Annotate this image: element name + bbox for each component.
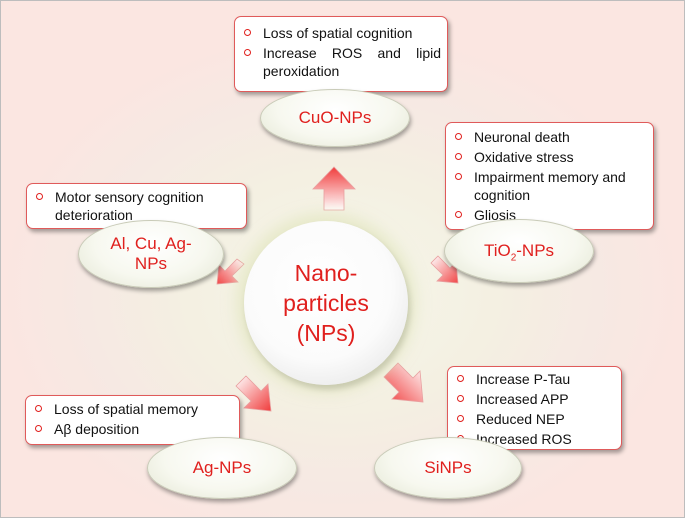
cuo-label: CuO-NPs — [298, 108, 372, 127]
alcuag-node: Al, Cu, Ag- NPs — [78, 220, 224, 288]
center-line-1: Nano- — [294, 260, 358, 286]
arrow-to-tio2 — [430, 255, 459, 284]
arrow-to-ag — [235, 375, 272, 412]
tio2-effects-box: Neuronal death Oxidative stress Impairme… — [445, 122, 654, 230]
si-effect-3: Reduced NEP — [454, 410, 615, 428]
tio2-label-main: TiO — [483, 241, 511, 260]
ag-label: Ag-NPs — [192, 458, 252, 477]
alcuag-effect-1: Motor sensory cognition deterioration — [33, 188, 240, 224]
cuo-effect-2: Increase ROS and lipid peroxidation — [241, 44, 441, 80]
center-line-3: (NPs) — [296, 320, 356, 346]
tio2-effect-1: Neuronal death — [452, 128, 647, 146]
tio2-effect-3: Impairment memory and cognition — [452, 168, 647, 204]
cuo-effects-box: Loss of spatial cognition Increase ROS a… — [234, 16, 448, 92]
ag-node: Ag-NPs — [147, 437, 297, 499]
alcuag-label-line-1: Al, Cu, Ag- — [110, 234, 192, 253]
arrow-to-alcuag — [216, 258, 245, 285]
arrow-to-si — [383, 362, 424, 403]
si-label: SiNPs — [424, 458, 472, 477]
cuo-node: CuO-NPs — [260, 89, 410, 147]
alcuag-label-line-2: NPs — [134, 254, 168, 273]
tio2-label-suffix: -NPs — [516, 241, 555, 260]
center-label: Nano- particles (NPs) — [283, 258, 369, 348]
center-node: Nano- particles (NPs) — [244, 221, 408, 385]
center-line-2: particles — [283, 290, 369, 316]
tio2-label-sub: 2 — [510, 252, 517, 264]
tio2-node: TiO2-NPs — [444, 219, 594, 283]
ag-effect-2: Aβ deposition — [32, 420, 233, 438]
cuo-effect-1: Loss of spatial cognition — [241, 24, 441, 42]
ag-effect-1: Loss of spatial memory — [32, 400, 233, 418]
si-node: SiNPs — [374, 437, 522, 499]
arrow-to-cuo — [312, 166, 356, 211]
tio2-effect-2: Oxidative stress — [452, 148, 647, 166]
si-effect-2: Increased APP — [454, 390, 615, 408]
si-effects-box: Increase P-Tau Increased APP Reduced NEP… — [447, 366, 622, 450]
si-effect-1: Increase P-Tau — [454, 370, 615, 388]
ag-effects-box: Loss of spatial memory Aβ deposition — [25, 395, 240, 445]
tio2-label: TiO2-NPs — [483, 241, 555, 264]
alcuag-label: Al, Cu, Ag- NPs — [110, 234, 191, 274]
